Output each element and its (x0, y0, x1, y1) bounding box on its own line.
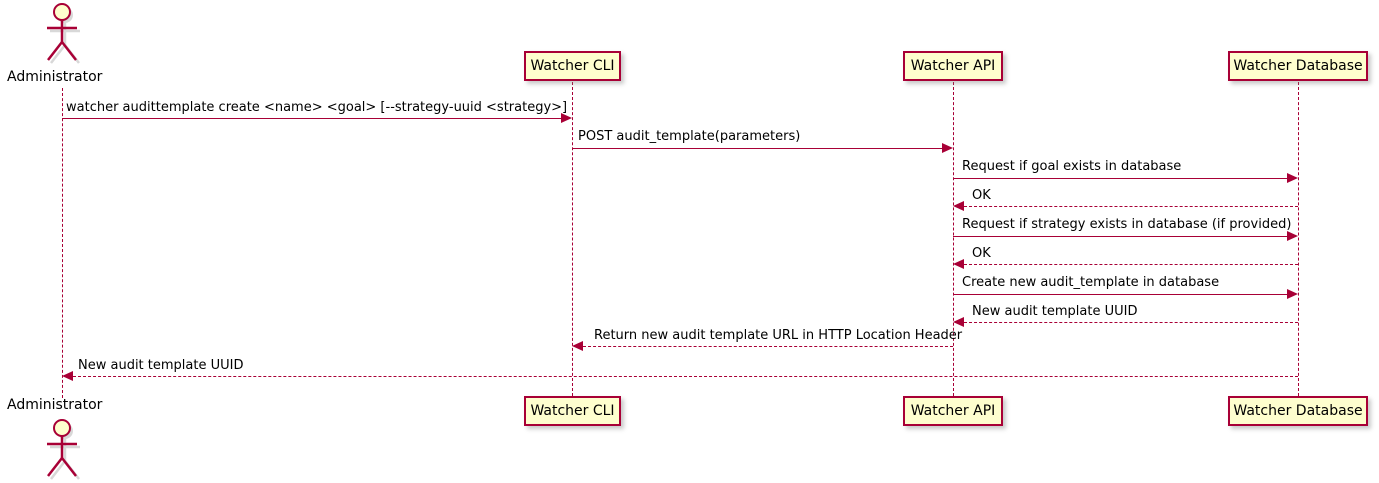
participant-label: Watcher CLI (530, 403, 615, 419)
message-label-1: watcher audittemplate create <name> <goa… (66, 100, 568, 115)
arrowhead-right-icon (561, 113, 572, 123)
message-line (953, 294, 1287, 295)
participant-label: Watcher API (910, 58, 996, 74)
participant-label: Watcher Database (1233, 58, 1363, 74)
arrowhead-left-icon (953, 317, 964, 327)
arrowhead-right-icon (942, 143, 953, 153)
participant-label: Watcher CLI (530, 58, 615, 74)
message-line (953, 178, 1287, 179)
arrowhead-left-icon (953, 259, 964, 269)
message-line (964, 322, 1298, 323)
message-label-2: POST audit_template(parameters) (578, 129, 801, 144)
lifeline-administrator (62, 88, 63, 398)
arrowhead-left-icon (572, 341, 583, 351)
message-line (73, 376, 1298, 377)
message-line (572, 148, 942, 149)
message-label-8: New audit template UUID (972, 304, 1138, 319)
lifeline-watcher-api (953, 82, 954, 396)
message-label-6: OK (972, 246, 991, 261)
message-label-10: New audit template UUID (78, 358, 244, 373)
participant-label: Watcher API (910, 403, 996, 419)
message-line (583, 346, 953, 347)
participant-watcher-database-bottom[interactable]: Watcher Database (1228, 396, 1368, 426)
participant-watcher-database-top[interactable]: Watcher Database (1228, 51, 1368, 81)
arrowhead-left-icon (953, 201, 964, 211)
participant-watcher-cli-top[interactable]: Watcher CLI (524, 51, 621, 81)
actor-figure-icon (47, 3, 77, 61)
arrowhead-right-icon (1287, 231, 1298, 241)
lifeline-watcher-cli (572, 82, 573, 396)
message-line (964, 264, 1298, 265)
arrowhead-right-icon (1287, 173, 1298, 183)
message-line (964, 206, 1298, 207)
actor-label-administrator-top: Administrator (7, 69, 103, 85)
arrowhead-right-icon (1287, 289, 1298, 299)
message-line (953, 236, 1287, 237)
message-line (62, 118, 561, 119)
participant-label: Watcher Database (1233, 403, 1363, 419)
message-label-4: OK (972, 188, 991, 203)
message-label-7: Create new audit_template in database (962, 275, 1220, 290)
actor-administrator-top (40, 2, 84, 64)
message-label-3: Request if goal exists in database (962, 159, 1182, 174)
arrowhead-left-icon (62, 371, 73, 381)
actor-administrator-bottom (40, 418, 84, 480)
actor-figure-icon (47, 419, 77, 477)
participant-watcher-api-top[interactable]: Watcher API (903, 51, 1003, 81)
participant-watcher-api-bottom[interactable]: Watcher API (903, 396, 1003, 426)
message-label-5: Request if strategy exists in database (… (962, 217, 1292, 232)
lifeline-watcher-database (1298, 82, 1299, 396)
actor-label-administrator-bottom: Administrator (7, 397, 103, 413)
participant-watcher-cli-bottom[interactable]: Watcher CLI (524, 396, 621, 426)
message-label-9: Return new audit template URL in HTTP Lo… (594, 328, 963, 343)
